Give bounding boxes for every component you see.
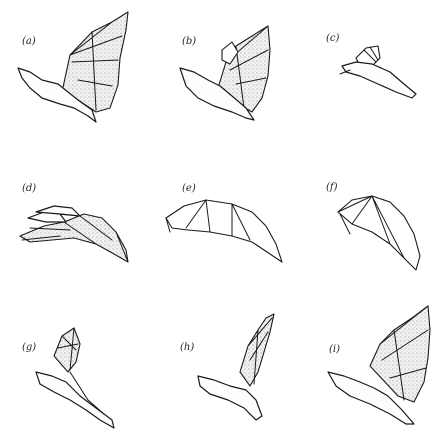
panel-f: (f): [326, 182, 420, 270]
bat-drawing-g: [36, 328, 114, 428]
panel-label-d: (d): [22, 183, 36, 194]
panel-label-f: (f): [326, 182, 338, 193]
bat-drawing-e: [166, 200, 282, 262]
panel-e: (e): [166, 183, 282, 262]
panel-label-i: (i): [329, 344, 340, 355]
panel-d: (d): [20, 183, 128, 262]
panel-label-a: (a): [22, 36, 36, 47]
panel-h: (h): [180, 314, 274, 420]
panel-g: (g): [22, 328, 114, 428]
bat-drawing-i: [328, 306, 430, 424]
panel-a: (a): [18, 12, 128, 122]
panel-label-g: (g): [22, 342, 36, 353]
panel-b: (b): [180, 26, 270, 120]
bat-drawing-c: [340, 46, 416, 98]
panel-i: (i): [328, 306, 430, 424]
panel-label-b: (b): [182, 36, 196, 47]
bat-drawing-f: [338, 196, 420, 270]
panel-label-h: (h): [180, 342, 194, 353]
panel-label-c: (c): [326, 33, 340, 44]
bat-drawing-a: [18, 12, 128, 122]
panel-label-e: (e): [182, 183, 196, 194]
bat-drawing-h: [198, 314, 274, 420]
panel-c: (c): [326, 33, 416, 98]
bat-drawing-d: [20, 206, 128, 262]
